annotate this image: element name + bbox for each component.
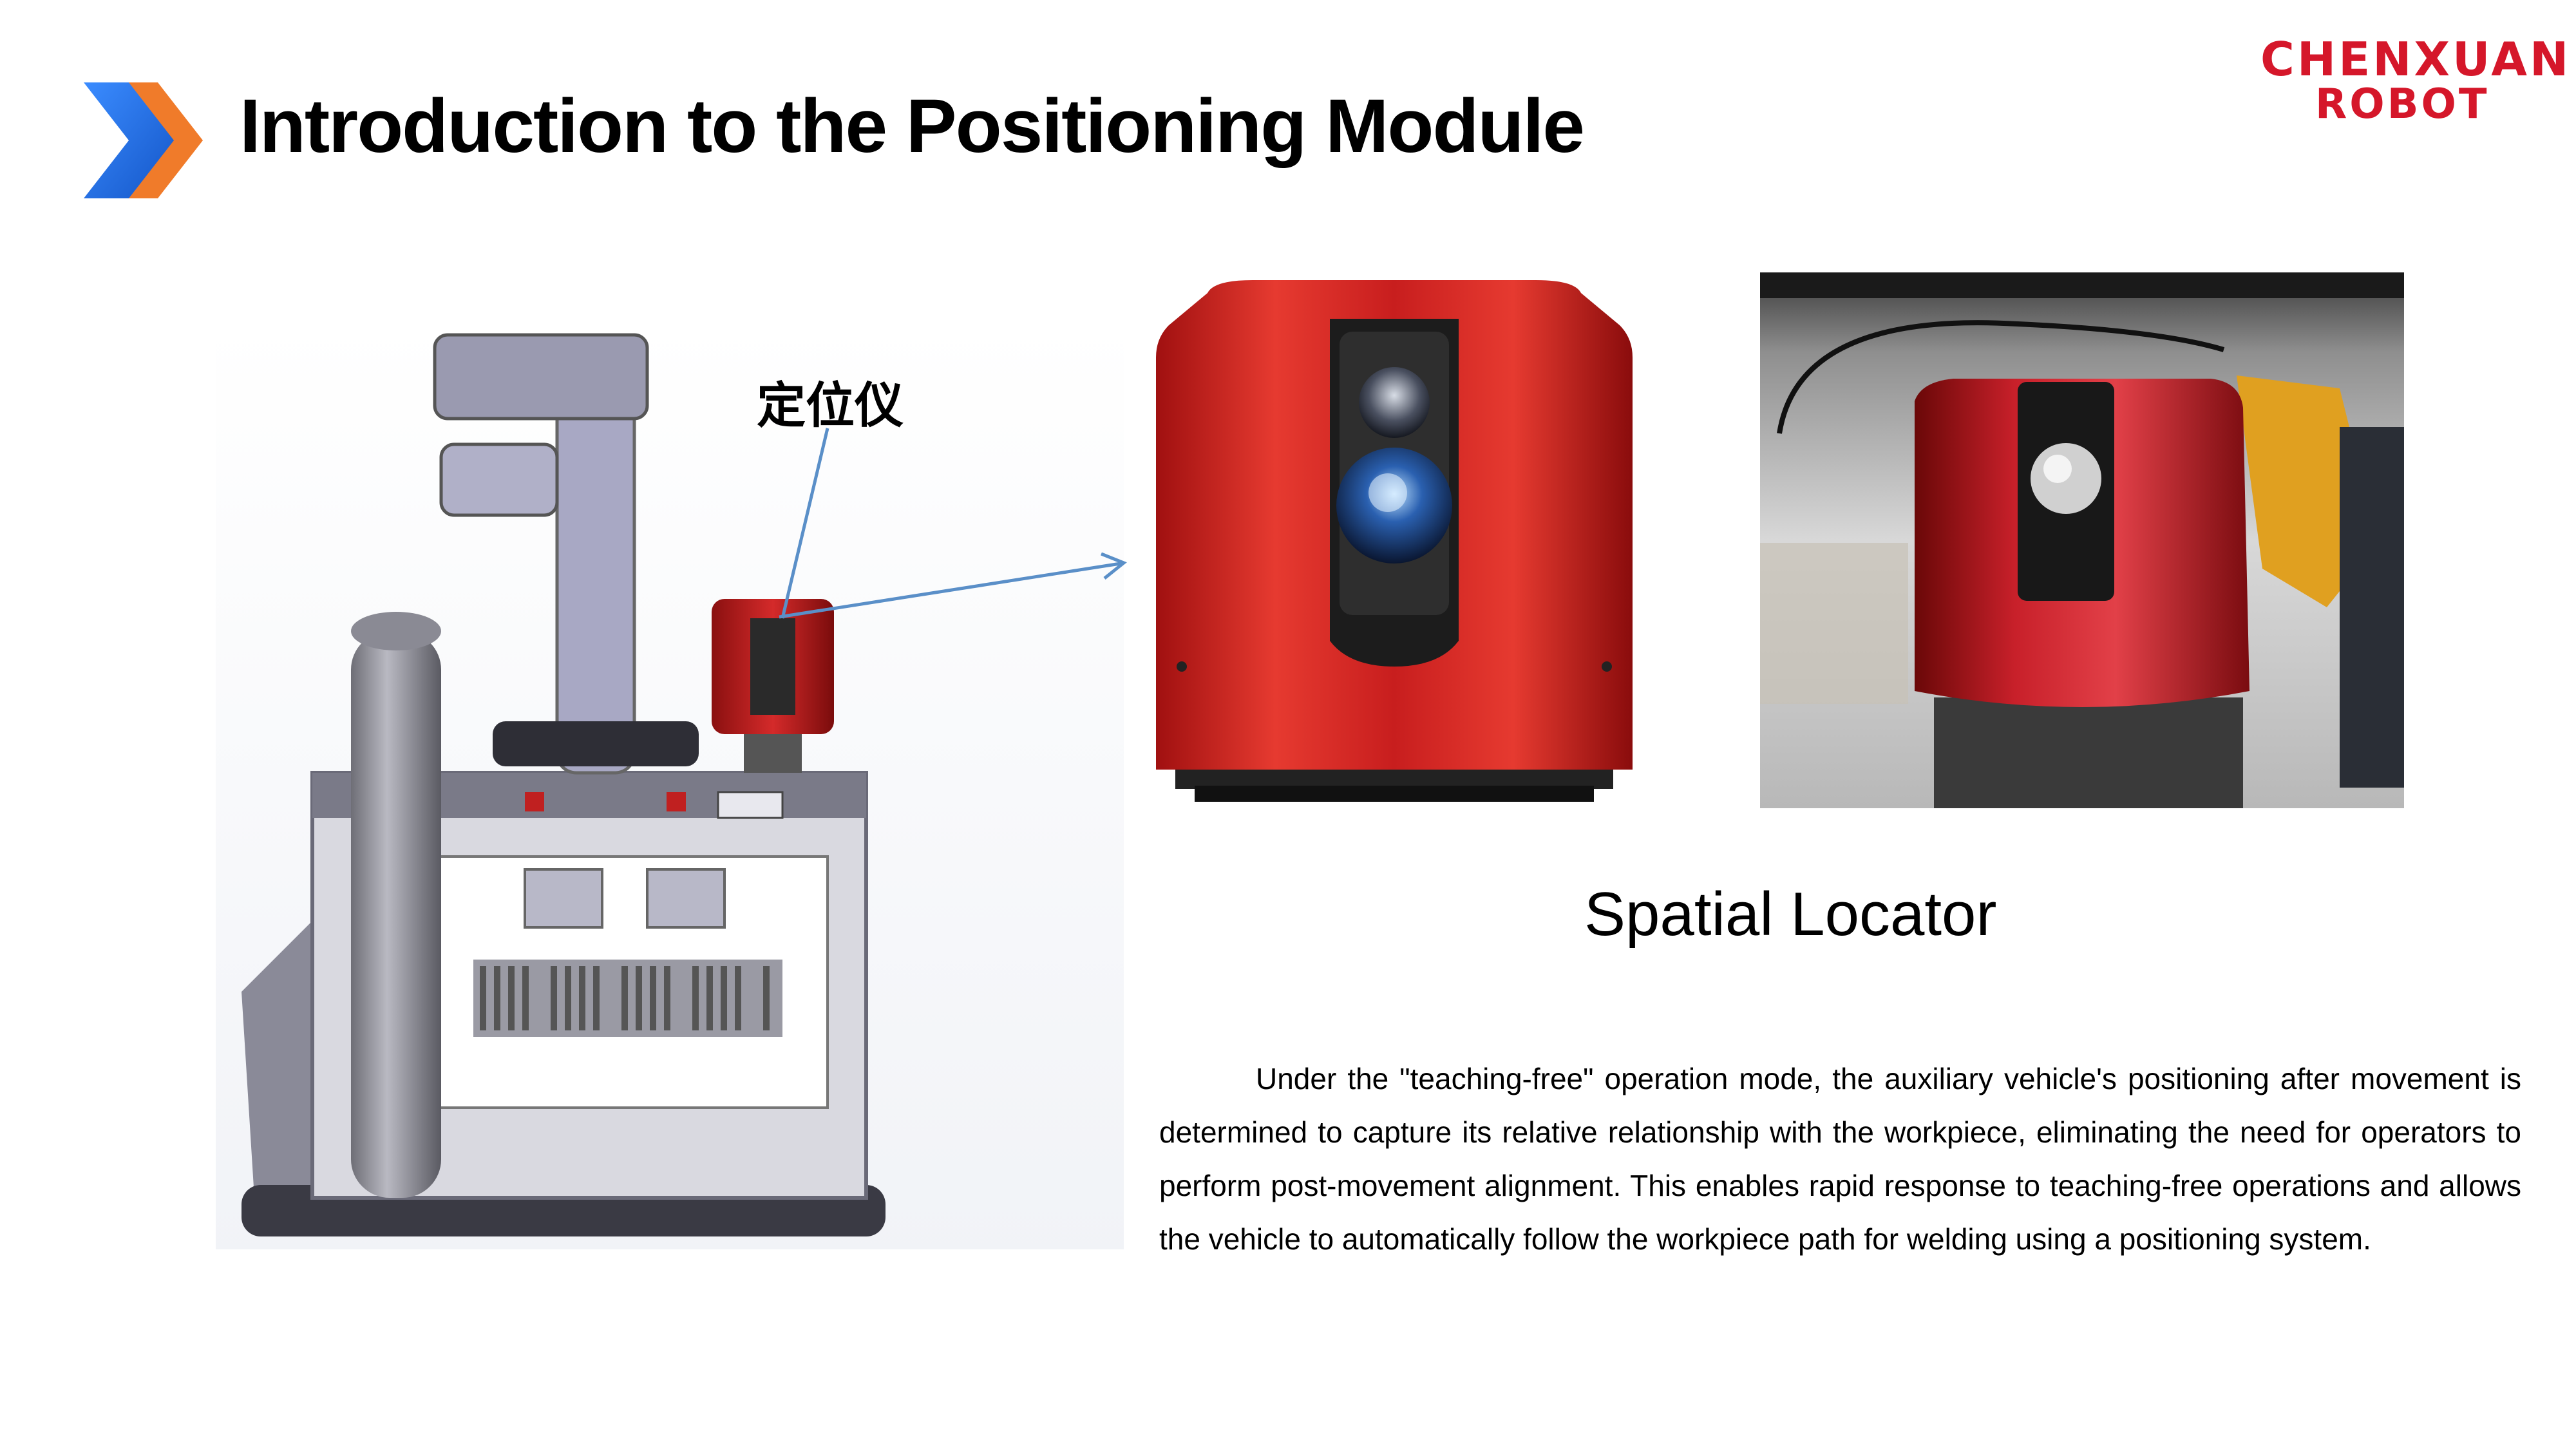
page-title: Introduction to the Positioning Module	[240, 84, 1585, 169]
brand-logo-line1: CHENXUAN	[2260, 32, 2571, 86]
description-paragraph: Under the "teaching-free" operation mode…	[1159, 1062, 2521, 1256]
arrow-icon	[773, 547, 1133, 625]
locator-photo	[1760, 272, 2404, 808]
brand-logo-line2: ROBOT	[2315, 80, 2490, 128]
robot-vehicle-illustration	[216, 322, 1124, 1249]
chevron-logo-icon	[84, 82, 206, 198]
section-subheading: Spatial Locator	[1584, 880, 1997, 949]
locator-render	[1156, 280, 1633, 802]
callout-label: 定位仪	[757, 377, 904, 434]
